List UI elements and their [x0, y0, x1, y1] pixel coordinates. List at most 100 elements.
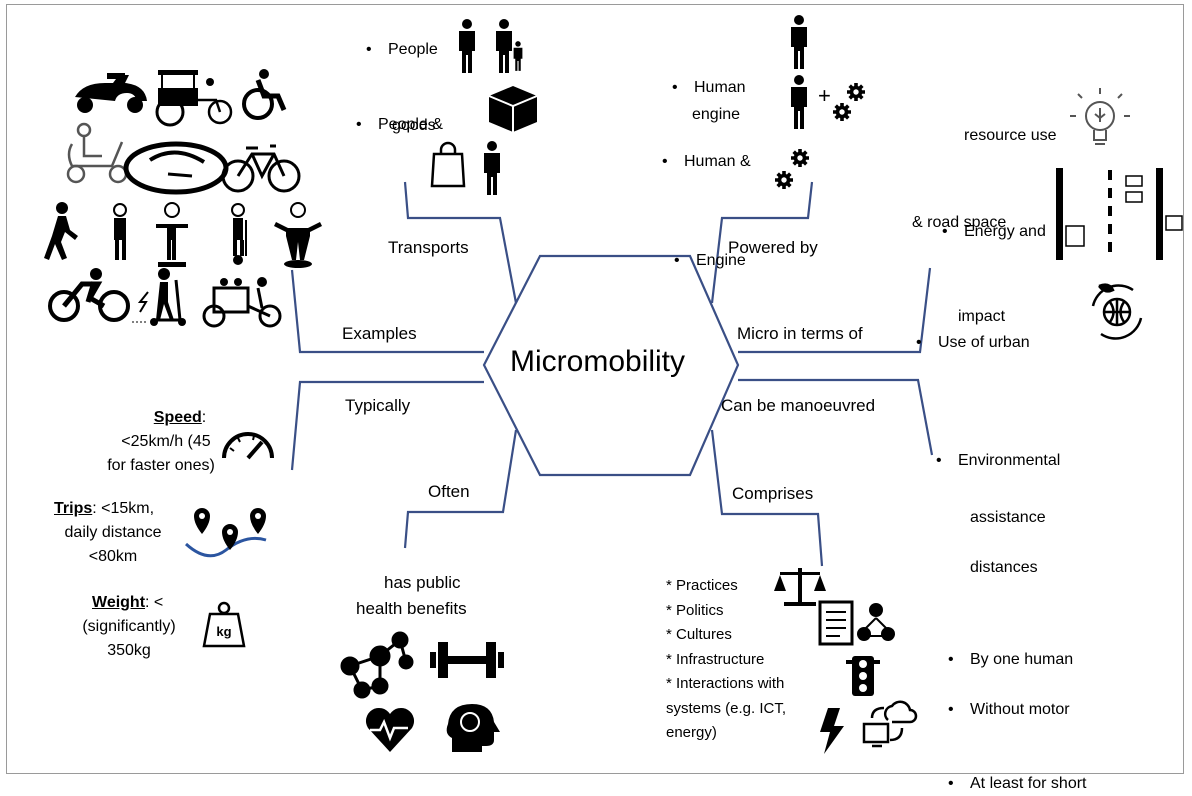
often-line1: has public: [384, 573, 461, 592]
weight-icon-label: kg: [216, 624, 231, 639]
manoeuvre-item-3b: distances: [970, 559, 1038, 576]
route-pins-icon: [184, 508, 267, 558]
dumbbell-icon: [430, 642, 504, 678]
powered-item-human: Human: [672, 76, 1192, 100]
branch-manoeuvred: Can be manoeuvred: [721, 396, 876, 415]
weight-line2: 350kg: [107, 642, 151, 659]
plus-sign: +: [818, 83, 831, 108]
micro-energy-1: Energy and: [942, 220, 1192, 244]
speed-label: Speed: [153, 409, 202, 426]
brain-head-icon: [446, 704, 500, 752]
diagram-frame: [6, 4, 1184, 774]
velomobile-icon: [123, 141, 229, 195]
speed-line2: for faster ones): [107, 457, 215, 474]
branch-typically: Typically: [345, 396, 411, 415]
comprises-item: * Infrastructure: [666, 650, 765, 668]
trips-label: Trips: [54, 500, 93, 517]
hoverboard-rider-icon: [156, 202, 188, 267]
icon-layer: kg: [44, 15, 1183, 754]
traffic-light-icon: [846, 656, 880, 696]
trips-line2: <80km: [88, 548, 138, 565]
shopping-bag-icon: [430, 141, 466, 188]
branch-micro: Micro in terms of: [737, 324, 863, 343]
box-icon: [488, 86, 538, 132]
speed-text: Speed:: [120, 406, 240, 430]
person-icon: [484, 141, 500, 195]
weight-rest: : <: [145, 594, 164, 611]
powered-item-engine: Engine: [674, 249, 1192, 273]
comprises-item: * Politics: [666, 601, 724, 619]
heart-icon: [365, 707, 415, 752]
parent-child-icon: [496, 19, 523, 73]
transports-item-people-goods: People &: [356, 113, 1192, 137]
person-icon: [791, 15, 807, 69]
cyclist-icon: [48, 268, 130, 322]
document-people-icon: [818, 600, 895, 646]
cargo-bike-icon: [202, 277, 282, 328]
onewheel-icon: [274, 202, 322, 268]
trips-text: Trips: <15km,: [54, 497, 154, 521]
weight-label: Weight: [92, 594, 146, 611]
bicycle-icon: [221, 144, 301, 193]
network-icon: [340, 631, 414, 699]
speed-line1: <25km/h (45: [121, 433, 211, 450]
branch-comprises: Comprises: [732, 484, 814, 503]
trips-rest: : <15km,: [92, 500, 155, 517]
branch-examples: Examples: [342, 324, 417, 343]
micro-energy-2: resource use: [964, 127, 1057, 144]
weight-icon: kg: [202, 601, 246, 648]
lightbulb-icon: [1070, 88, 1130, 145]
segway-icon: [231, 203, 247, 265]
micro-space-2: & road space: [912, 214, 1007, 231]
line-often: [403, 429, 518, 549]
speedometer-icon: [222, 432, 274, 460]
micro-env-1: Environmental: [936, 449, 1192, 473]
line-comprises: [710, 429, 824, 567]
line-manoeuvred: [738, 378, 934, 456]
often-line2: health benefits: [356, 599, 467, 618]
gears-icon: [831, 81, 867, 123]
transports-item-people: People: [366, 38, 1192, 62]
micro-env-2: impact: [958, 308, 1006, 325]
manoeuvre-item-1: By one human: [948, 648, 1192, 672]
gears-icon: [773, 147, 811, 191]
mindmap-lines: [290, 181, 934, 567]
cargo-trike-icon: [155, 70, 233, 127]
wheelchair-icon: [242, 69, 287, 120]
comprises-item: energy): [666, 724, 717, 741]
computer-cloud-icon: [862, 700, 918, 748]
lightning-icon: [820, 708, 844, 754]
scooter-icon: [75, 73, 147, 113]
weight-text: Weight: <: [92, 591, 163, 615]
line-examples: [290, 269, 484, 354]
transports-item-goods: goods: [392, 117, 436, 134]
center-hexagon: [482, 254, 740, 477]
comprises-item: systems (e.g. ICT,: [666, 699, 787, 717]
center-title: Micromobility: [510, 345, 686, 378]
powered-item-human-engine: Human &: [662, 150, 1192, 174]
e-scooter-icon: [132, 268, 186, 326]
comprises-item: * Interactions with: [666, 675, 785, 692]
mobility-scooter-icon: [66, 122, 128, 184]
pedestrian-icon: [44, 202, 78, 260]
recycle-globe-icon: [1091, 283, 1143, 340]
comprises-list: * Practices * Politics * Cultures * Infr…: [666, 574, 786, 746]
comprises-item: * Practices: [666, 577, 738, 594]
trips-line1: daily distance: [64, 524, 162, 541]
weight-line1: (significantly): [82, 618, 176, 635]
powered-item-engine-line2: engine: [692, 106, 741, 123]
line-transports: [403, 181, 518, 304]
line-typically: [290, 380, 484, 471]
branch-often: Often: [428, 482, 470, 501]
manoeuvre-item-2: Without motor: [948, 698, 1192, 722]
road-icon: [1056, 168, 1183, 260]
person-icon: [459, 19, 475, 73]
person-icon: [791, 75, 807, 129]
branch-transports: Transports: [388, 238, 469, 257]
micro-space-1: Use of urban: [916, 331, 1192, 355]
comprises-item: * Cultures: [666, 626, 732, 643]
scales-icon: [774, 568, 826, 606]
skater-icon: [113, 203, 127, 260]
speed-colon: :: [201, 409, 207, 426]
manoeuvre-item-2b: assistance: [970, 509, 1046, 526]
